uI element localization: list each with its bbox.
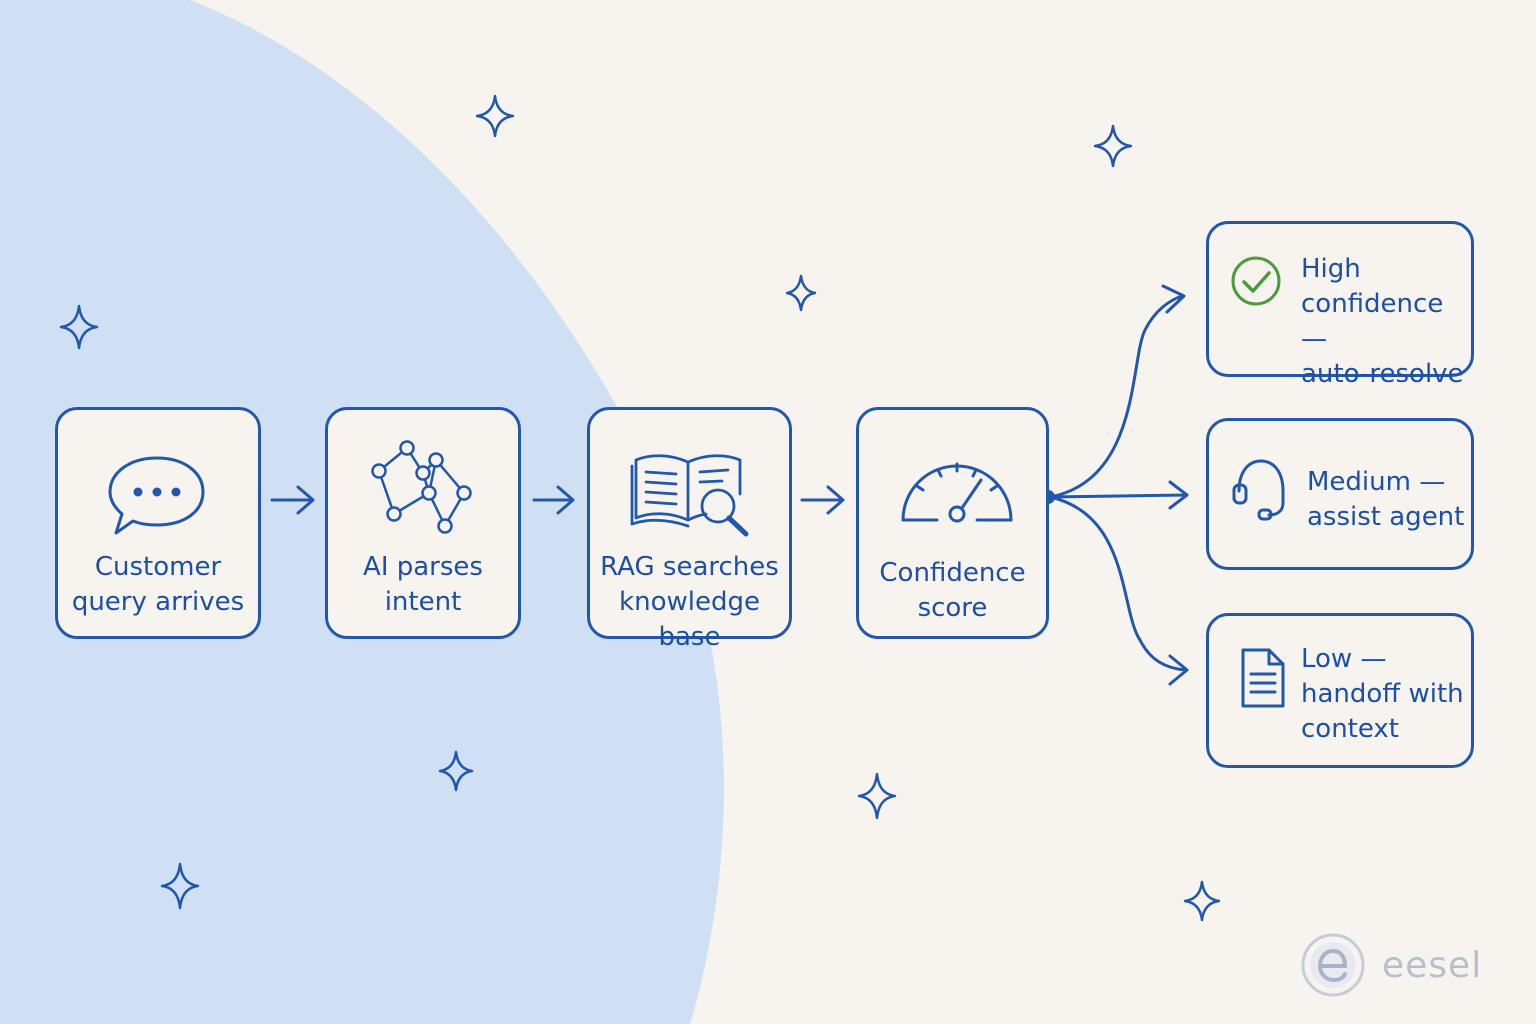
outcome-low: Low — handoff with context xyxy=(1206,613,1474,768)
book-magnifier-icon xyxy=(630,454,749,537)
step-label: RAG searches knowledge base xyxy=(600,552,779,652)
step-ai-parses-intent: AI parses intent xyxy=(325,407,521,639)
outcome-label: Medium — assist agent xyxy=(1307,467,1465,532)
headset-icon xyxy=(1232,459,1285,521)
speech-bubble-icon xyxy=(108,456,205,535)
outcome-label: Low — handoff with context xyxy=(1301,644,1464,744)
brand-name: eesel xyxy=(1382,944,1483,986)
step-label: Confidence score xyxy=(879,558,1026,623)
step-label: Customer query arrives xyxy=(71,552,245,617)
step-label: AI parses intent xyxy=(363,552,483,617)
step-confidence-score: Confidence score xyxy=(856,407,1049,639)
step-customer-query: Customer query arrives xyxy=(55,407,261,639)
document-icon xyxy=(1241,648,1285,708)
eesel-logo-icon xyxy=(1301,933,1365,997)
outcome-medium: Medium — assist agent xyxy=(1206,418,1474,570)
network-nodes-icon xyxy=(371,440,472,534)
checkmark-circle-icon xyxy=(1231,256,1281,306)
outcome-high-confidence: High confidence — auto-resolve xyxy=(1206,221,1474,389)
gauge-icon xyxy=(901,462,1013,523)
outcome-label: High confidence — auto-resolve xyxy=(1301,254,1464,389)
step-rag-search: RAG searches knowledge base xyxy=(587,407,792,652)
brand-logo: eesel xyxy=(1300,930,1482,1000)
